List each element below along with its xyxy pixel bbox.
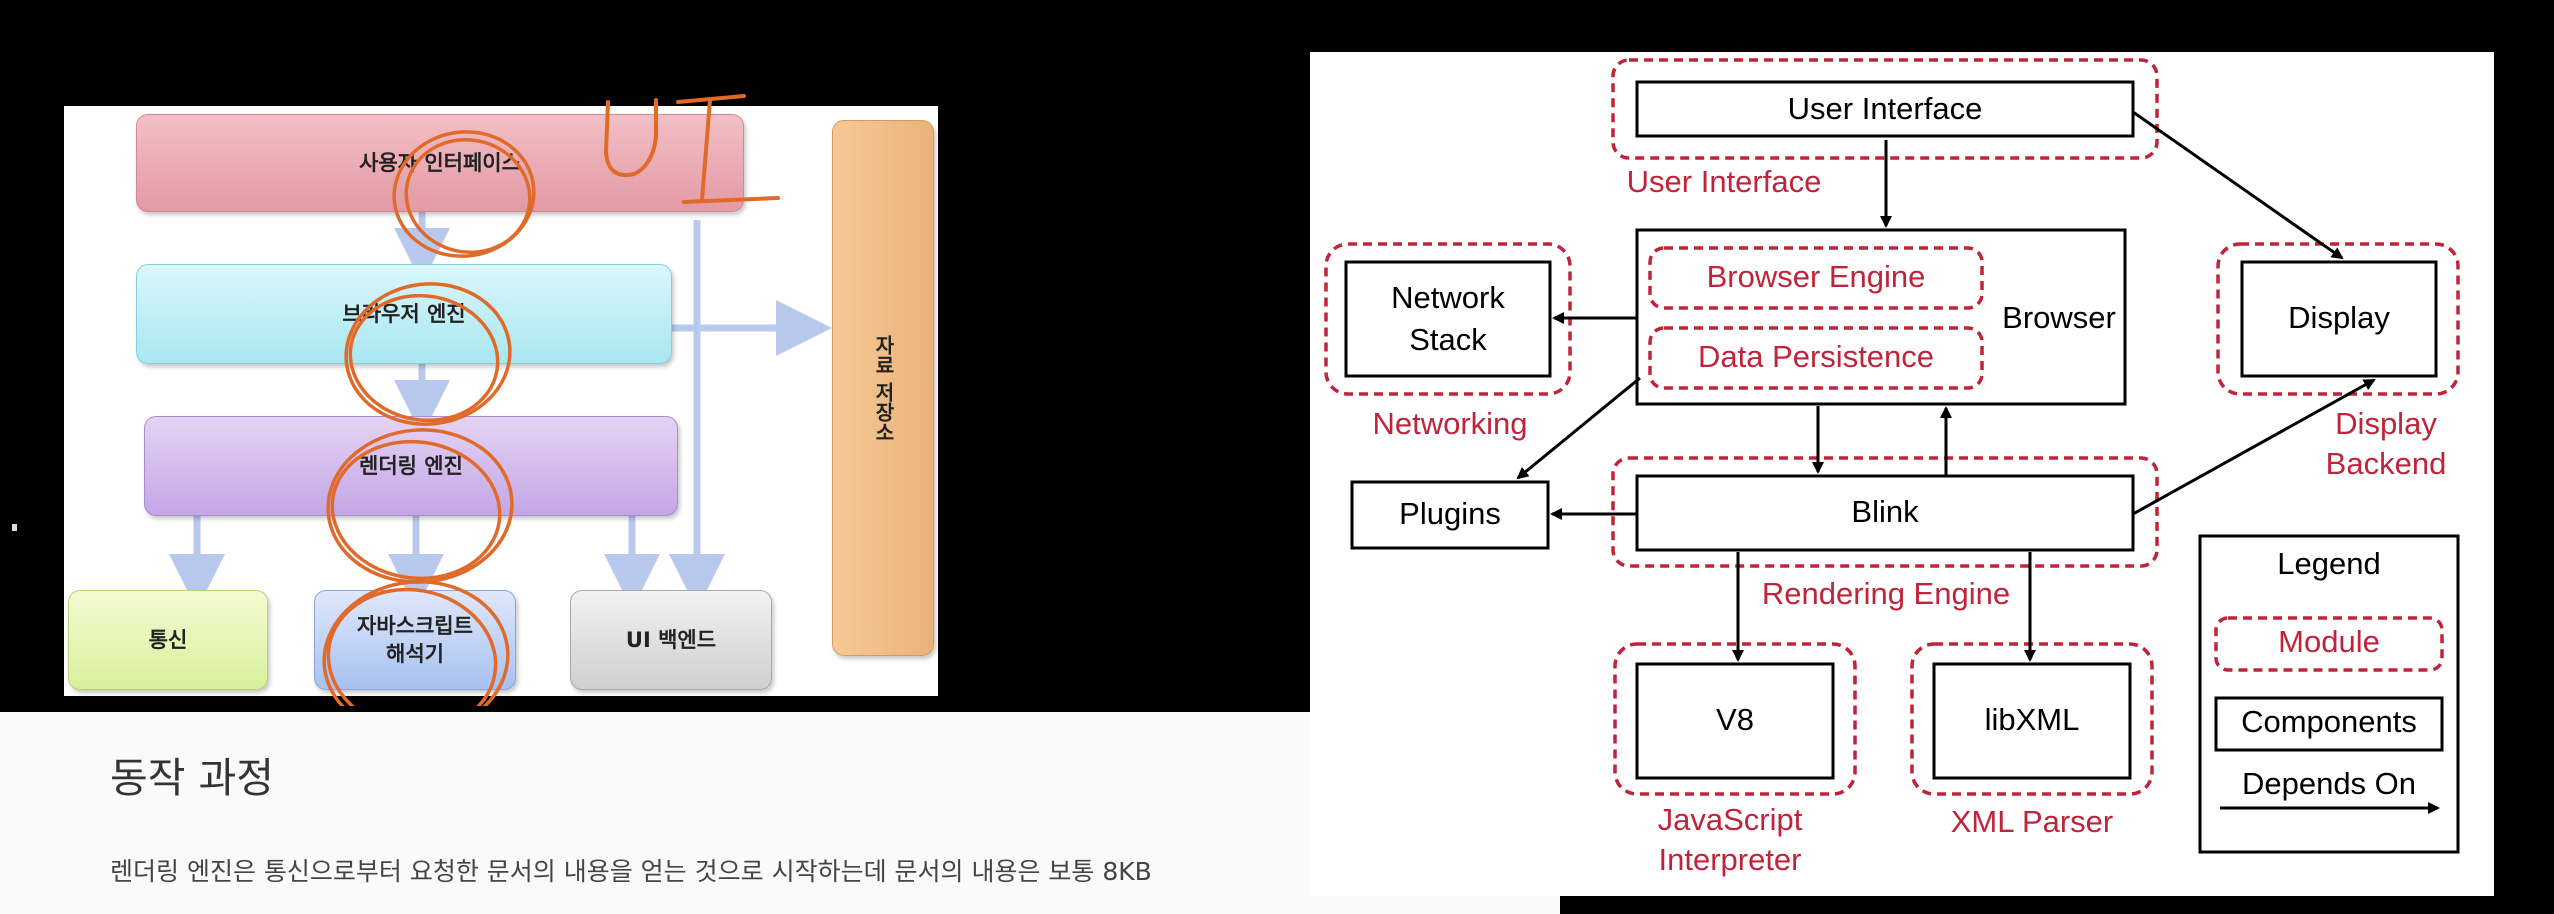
module-display-backend-outline: [2216, 242, 2460, 396]
diagram-arrows: [169, 210, 832, 610]
section-body: 렌더링 엔진은 통신으로부터 요청한 문서의 내용을 얻는 것으로 시작하는데 …: [110, 857, 1152, 886]
component-network-stack: [1344, 260, 1552, 378]
ui-handwriting: [603, 94, 780, 204]
module-js-interpreter-label-line1: JavaScript: [1658, 802, 1803, 837]
legend-components-label: Components: [2241, 704, 2417, 739]
legend-component-swatch: [2214, 696, 2444, 752]
browser-engine-box: 브라우저 엔진: [136, 264, 672, 364]
networking-box: 통신: [68, 590, 268, 690]
module-networking-label: Networking: [1372, 406, 1527, 441]
js-interpreter-label-line2: 해석기: [386, 642, 444, 666]
component-network-stack-label-line1: Network: [1391, 280, 1505, 315]
rendering-engine-box: 렌더링 엔진: [144, 416, 678, 516]
module-rendering-engine-label: Rendering Engine: [1762, 576, 2010, 611]
module-data-persistence-outline: [1648, 326, 1984, 390]
module-js-interpreter-outline: [1613, 642, 1857, 796]
module-user-interface-label: User Interface: [1627, 164, 1822, 199]
arrow-browser-to-plugins: [1516, 376, 1641, 480]
component-v8-label: V8: [1716, 702, 1754, 737]
data-storage-box: 자료 저장소: [832, 120, 934, 656]
networking-label: 통신: [148, 627, 188, 652]
legend-box: [2198, 534, 2460, 854]
module-data-persistence-label: Data Persistence: [1698, 339, 1934, 374]
arrow-ui-to-display: [2132, 110, 2344, 260]
module-user-interface-outline: [1611, 58, 2159, 160]
module-browser-engine-outline: [1648, 246, 1984, 310]
architecture-svg: User Interface Browser Network Stack Dis…: [1324, 58, 2460, 877]
article-section: 동작 과정 렌더링 엔진은 통신으로부터 요청한 문서의 내용을 얻는 것으로 …: [0, 712, 1560, 914]
module-rendering-engine-outline: [1611, 456, 2159, 568]
legend-depends-on-label: Depends On: [2242, 766, 2416, 801]
ui-backend-box: UI 백엔드: [570, 590, 772, 690]
component-v8: [1635, 662, 1835, 780]
page-marker: [12, 524, 17, 531]
component-browser-label: Browser: [2002, 300, 2116, 335]
legend-title: Legend: [2277, 546, 2380, 581]
browser-architecture-diagram: User Interface Browser Network Stack Dis…: [1310, 52, 2494, 896]
section-title: 동작 과정: [110, 754, 274, 802]
component-network-stack-label-line2: Stack: [1409, 322, 1487, 357]
module-display-backend-label-line1: Display: [2335, 406, 2437, 441]
legend-module-label: Module: [2278, 624, 2380, 659]
module-networking-outline: [1324, 242, 1572, 396]
data-storage-label: 자료 저장소: [871, 334, 896, 442]
rendering-engine-label: 렌더링 엔진: [359, 453, 463, 478]
component-display-label: Display: [2288, 300, 2390, 335]
js-interpreter-label-line1: 자바스크립트: [357, 613, 473, 638]
component-plugins-label: Plugins: [1399, 496, 1501, 531]
component-user-interface: [1635, 80, 2135, 138]
component-display: [2240, 260, 2438, 378]
module-browser-engine-label: Browser Engine: [1707, 259, 1926, 294]
arrow-blink-to-display: [2132, 378, 2376, 516]
module-js-interpreter-label-line2: Interpreter: [1658, 842, 1801, 877]
module-xml-parser-label: XML Parser: [1951, 804, 2114, 839]
handwritten-annotations: [322, 130, 536, 706]
module-xml-parser-outline: [1910, 642, 2154, 796]
legend-module-swatch: [2214, 616, 2444, 672]
component-libxml-label: libXML: [1985, 702, 2080, 737]
component-libxml: [1932, 662, 2132, 780]
module-display-backend-label-line2: Backend: [2326, 446, 2447, 481]
user-interface-box: 사용자 인터페이스: [136, 114, 744, 212]
component-blink-label: Blink: [1851, 494, 1919, 529]
user-interface-label: 사용자 인터페이스: [359, 150, 521, 175]
component-user-interface-label: User Interface: [1788, 91, 1983, 126]
ui-backend-label: UI 백엔드: [625, 627, 717, 652]
component-plugins: [1350, 480, 1550, 550]
